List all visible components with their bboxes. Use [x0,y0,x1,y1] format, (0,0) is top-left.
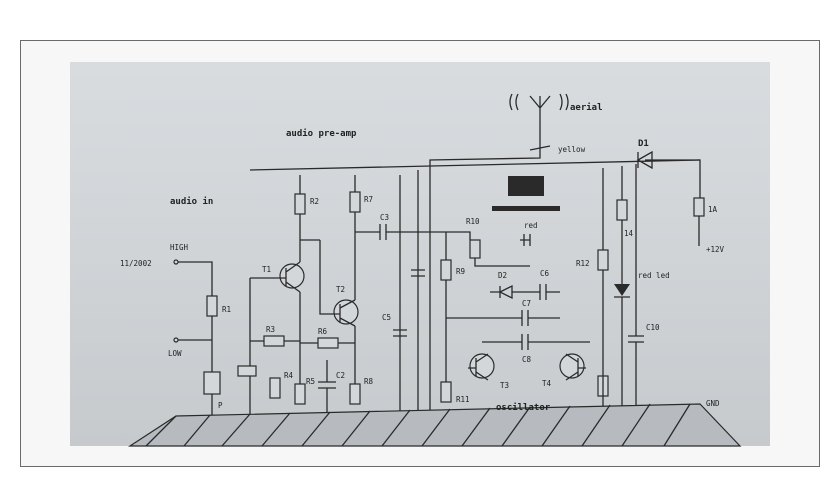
capacitor-c5 [393,329,407,337]
capacitor-c6 [539,284,547,300]
diode-d1 [636,150,653,170]
trimmer-capacitor [529,145,551,151]
label-r3: R3 [266,325,275,334]
ground-plane [127,403,742,447]
label-r12: R12 [576,259,590,268]
r10-wire [474,258,530,267]
label-r6: R6 [318,327,328,336]
ground-hatching [145,403,691,447]
capacitor-c7 [521,310,529,326]
label-red: red [524,221,538,230]
resistor-r10 [469,239,481,259]
label-r7: R7 [364,195,373,204]
resistor-r6 [317,337,339,349]
t3-leads [468,353,489,381]
label-c5: C5 [382,313,391,322]
fuse-1a [693,197,705,217]
label-c6: C6 [540,269,550,278]
label-d1: D1 [638,139,649,149]
label-d2: D2 [498,271,507,280]
capacitor-red [520,234,531,246]
high-input-wire [176,261,213,296]
aerial-icon [529,95,551,140]
coil-plate [492,206,560,211]
top-rail-wire [249,159,701,171]
capacitor-input [237,365,257,377]
label-audio-in: audio in [170,196,213,207]
d1-wire [645,159,701,200]
potentiometer-p [203,371,221,395]
resistor-r14 [616,199,628,221]
resistor-r9 [440,259,452,281]
high-input-terminal [173,259,179,265]
t2-leads [319,240,356,327]
low-input-terminal [173,337,179,343]
capacitor-c10 [628,164,644,415]
resistor-r5 [294,383,306,405]
resistor-r1 [206,295,218,317]
aerial-feed-wire [429,140,541,415]
label-r8: R8 [364,377,374,386]
label-fuse: 1A [708,205,718,214]
aerial-waves-icon [509,93,569,111]
label-t2: T2 [336,285,345,294]
resistor-r3 [263,335,285,347]
red-led-icon [614,284,630,296]
label-audio-pre-amp: audio pre-amp [286,128,357,139]
label-r1: R1 [222,305,231,314]
label-supply: +12V [706,245,725,254]
capacitor-c8 [521,334,529,350]
label-oscillator: oscillator [496,402,551,413]
label-t4: T4 [542,379,552,388]
resistor-r2 [294,193,306,215]
resistor-r8 [349,383,361,405]
label-yellow: yellow [558,145,586,154]
capacitor-c3 [379,224,387,240]
label-r2: R2 [310,197,319,206]
diode-d2 [498,284,513,300]
t4-leads [565,353,586,381]
c3-wire [355,231,471,240]
label-r4: R4 [284,371,294,380]
label-r10: R10 [466,217,480,226]
label-t3: T3 [500,381,509,390]
coil-core [508,176,544,196]
label-r11: R11 [456,395,470,404]
label-c2: C2 [336,371,345,380]
label-c7: C7 [522,299,531,308]
label-p: P [218,401,223,410]
capacitor-c2 [318,381,336,389]
label-gnd: GND [706,399,720,408]
label-r5: R5 [306,377,315,386]
label-r14: 14 [624,229,634,238]
schematic-photo [70,62,770,446]
label-date: 11/2002 [120,259,152,268]
resistor-r11 [440,381,452,403]
label-aerial: aerial [570,102,603,113]
label-t1: T1 [262,265,271,274]
label-c3: C3 [380,213,389,222]
label-c8: C8 [522,355,532,364]
label-red-led: red led [638,271,670,280]
resistor-r7 [349,191,361,213]
label-r9: R9 [456,267,465,276]
transistor-t2 [333,299,359,325]
capacitor-bypass [411,269,425,277]
resistor-r12 [597,249,609,271]
label-c10: C10 [646,323,660,332]
resistor-r4 [269,377,281,399]
t1-leads [250,261,301,293]
label-high: HIGH [170,243,189,252]
led-bottom-wire [614,296,630,415]
label-low: LOW [168,349,182,358]
